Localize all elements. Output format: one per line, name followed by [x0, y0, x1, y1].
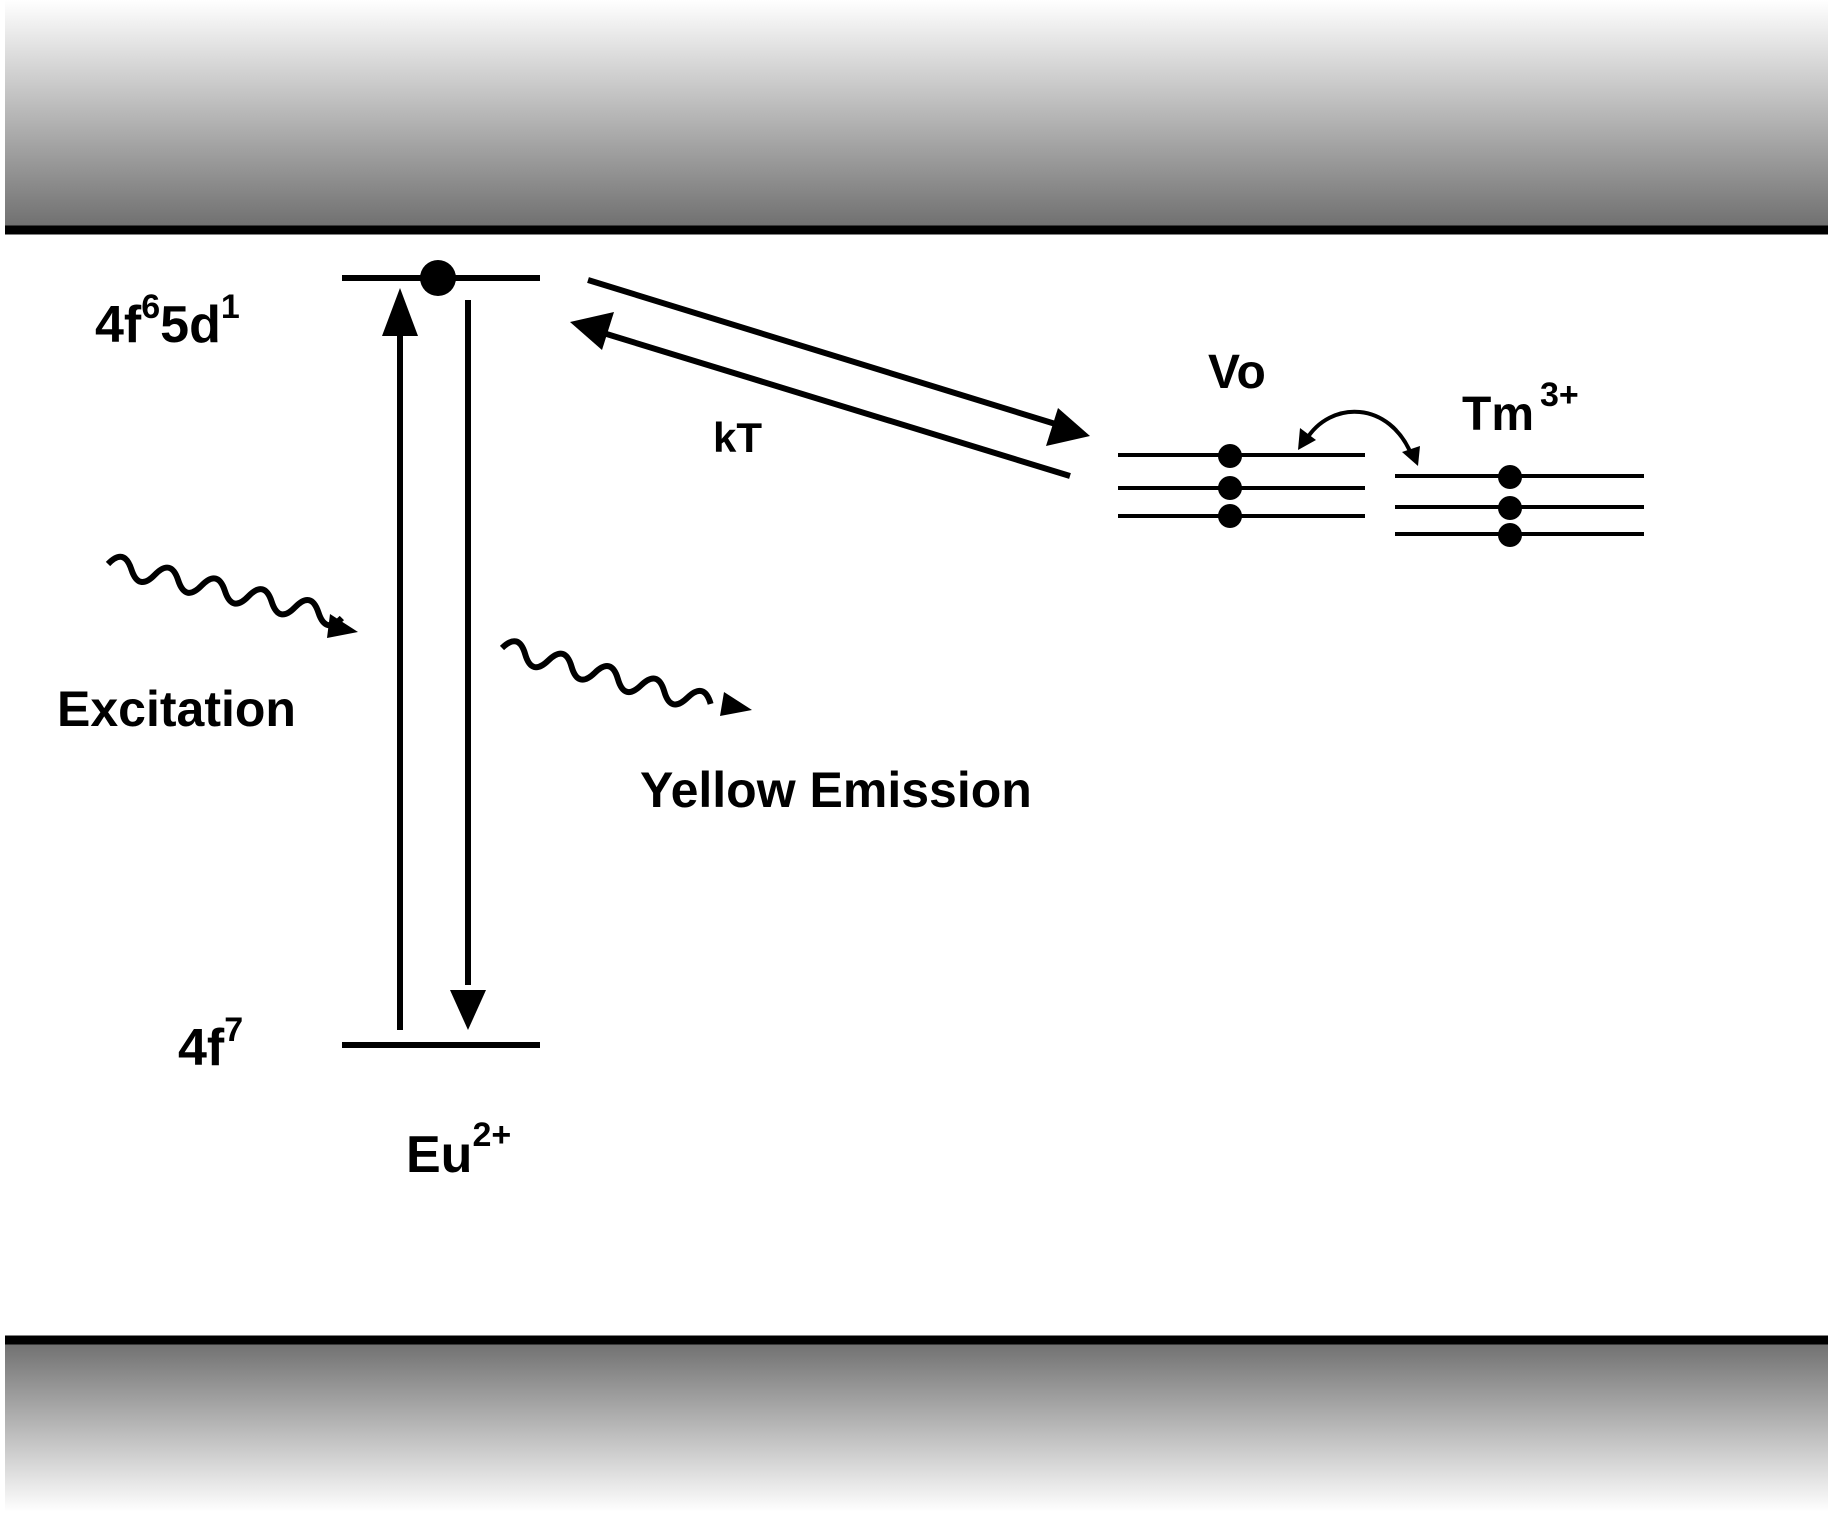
excitation-photon-arrow — [105, 553, 358, 638]
vo-trap-levels — [1118, 444, 1365, 528]
excited-state-label: 4f65d1 — [95, 288, 240, 354]
excitation-label: Excitation — [57, 681, 296, 737]
transfer-arrow-to-traps — [587, 277, 1090, 446]
kt-label: kT — [713, 414, 762, 461]
thermal-release-arrow — [570, 312, 1071, 479]
exchange-arrow — [1298, 409, 1420, 466]
ground-state-label: 4f7 — [178, 1011, 243, 1077]
excitation-arrow — [382, 288, 418, 1030]
excited-electron — [420, 260, 456, 296]
valence-band — [5, 1335, 1828, 1512]
emission-photon-arrow — [499, 638, 752, 716]
vo-label: Vo — [1208, 346, 1266, 399]
tm-trap-levels — [1395, 465, 1644, 547]
emission-arrow — [450, 300, 486, 1030]
ion-label: Eu2+ — [406, 1116, 511, 1184]
conduction-band — [5, 0, 1828, 235]
yellow-emission-label: Yellow Emission — [640, 762, 1032, 818]
